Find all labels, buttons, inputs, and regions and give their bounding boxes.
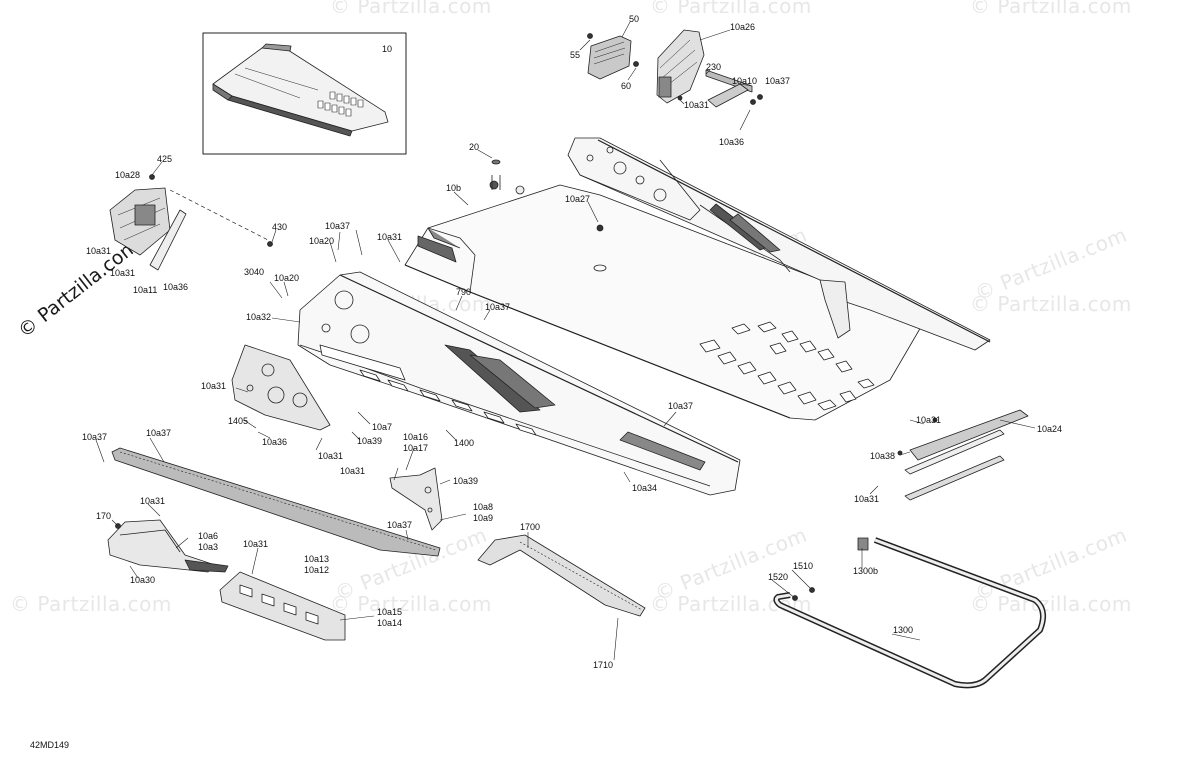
callout-label[interactable]: 10a38 xyxy=(870,451,896,461)
right-rail xyxy=(567,137,991,351)
callout-label[interactable]: 10a39 xyxy=(357,436,383,446)
callout-label[interactable]: 10a31 xyxy=(377,232,403,242)
callout-label[interactable]: 10a16 xyxy=(403,432,429,442)
callout-label[interactable]: 10a36 xyxy=(719,137,745,147)
callout-label[interactable]: 10a31 xyxy=(340,466,366,476)
callout-label[interactable]: 1510 xyxy=(793,561,814,571)
callout-label[interactable]: 10a31 xyxy=(684,100,710,110)
callout-label[interactable]: 1710 xyxy=(593,660,614,670)
bracket-10a26 xyxy=(656,29,763,108)
callout-label[interactable]: 790 xyxy=(456,287,472,297)
callout-label[interactable]: 50 xyxy=(629,14,640,24)
callout-label[interactable]: 10a31 xyxy=(86,246,112,256)
callout-label[interactable]: 10a26 xyxy=(730,22,756,32)
callout-label[interactable]: 1300 xyxy=(893,625,914,635)
callout-label[interactable]: 10a28 xyxy=(115,170,141,180)
tunnel-cover-slots xyxy=(699,321,875,411)
front-rail xyxy=(111,447,441,557)
callout-label[interactable]: 10a10 xyxy=(732,76,758,86)
callout-label[interactable]: 10a11 xyxy=(133,285,158,295)
callout-label[interactable]: 10a3 xyxy=(198,542,219,552)
callout-label[interactable]: 10a34 xyxy=(632,483,658,493)
side-plate xyxy=(231,344,331,431)
callout-label[interactable]: 1520 xyxy=(768,572,789,582)
callout-label[interactable]: 10a31 xyxy=(916,415,942,425)
bumper-1300 xyxy=(773,537,1047,689)
callout-label[interactable]: 1400 xyxy=(454,438,475,448)
callout-label[interactable]: 1300b xyxy=(853,566,879,576)
callout-label[interactable]: 10a31 xyxy=(318,451,344,461)
watermark: © Partzilla.com xyxy=(330,592,492,616)
callout-label[interactable]: 10a37 xyxy=(485,302,511,312)
callout-label[interactable]: 10a24 xyxy=(1037,424,1063,434)
callout-label[interactable]: 1405 xyxy=(228,416,249,426)
callout-label[interactable]: 10a31 xyxy=(854,494,880,504)
strip-10a24 xyxy=(897,409,1029,501)
callout-label[interactable]: 10a7 xyxy=(372,422,393,432)
leader-lines xyxy=(95,21,1036,661)
bracket-10a30 xyxy=(107,519,229,573)
callout-label[interactable]: 10a20 xyxy=(309,236,335,246)
callout-label[interactable]: 10a12 xyxy=(304,565,330,575)
watermark: © Partzilla.com xyxy=(970,292,1132,316)
callout-label[interactable]: 10a8 xyxy=(473,502,494,512)
callout-label[interactable]: 10a31 xyxy=(140,496,166,506)
callout-label[interactable]: 10b xyxy=(446,183,462,193)
callout-label[interactable]: 1700 xyxy=(520,522,541,532)
callout-label[interactable]: 170 xyxy=(96,511,112,521)
watermark: © Partzilla.com xyxy=(970,592,1132,616)
callout-label[interactable]: 20 xyxy=(469,142,480,152)
callout-label[interactable]: 10a37 xyxy=(765,76,791,86)
callout-label[interactable]: 10a37 xyxy=(146,428,172,438)
callout-label[interactable]: 55 xyxy=(570,50,581,60)
callout-label[interactable]: 10a15 xyxy=(377,607,403,617)
callout-label[interactable]: 425 xyxy=(157,154,173,164)
rail-1700 xyxy=(477,534,646,617)
lower-plate xyxy=(219,571,346,641)
callout-label[interactable]: 230 xyxy=(706,62,722,72)
watermark: © Partzilla.com xyxy=(650,0,812,18)
bracket-50 xyxy=(587,33,639,80)
main-tunnel xyxy=(297,271,741,496)
callout-label[interactable]: 430 xyxy=(272,222,288,232)
watermark: © Partzilla.com xyxy=(10,592,172,616)
callout-label[interactable]: 10a13 xyxy=(304,554,330,564)
bracket-10a28 xyxy=(109,174,187,271)
callout-label[interactable]: 10a27 xyxy=(565,194,591,204)
callout-label[interactable]: 10a37 xyxy=(387,520,413,530)
inset-frame xyxy=(202,32,407,155)
callout-label[interactable]: 10a39 xyxy=(453,476,479,486)
callout-label[interactable]: 10a31 xyxy=(110,268,136,278)
leader-dashed xyxy=(169,189,269,241)
callout-label[interactable]: 10a36 xyxy=(163,282,189,292)
inset-label: 10 xyxy=(382,44,393,54)
callout-label[interactable]: 10a9 xyxy=(473,513,494,523)
watermark: © Partzilla.com xyxy=(330,0,492,18)
callout-label[interactable]: 10a37 xyxy=(668,401,694,411)
callout-label[interactable]: 10a31 xyxy=(243,539,269,549)
bracket-10a16 xyxy=(389,467,443,531)
callout-label[interactable]: 10a30 xyxy=(130,575,156,585)
callout-label[interactable]: 60 xyxy=(621,81,632,91)
callout-label[interactable]: 10a20 xyxy=(274,273,300,283)
callout-label[interactable]: 10a36 xyxy=(262,437,288,447)
callout-label[interactable]: 10a31 xyxy=(201,381,227,391)
callout-label[interactable]: 10a37 xyxy=(82,432,108,442)
diagram-code: 42MD149 xyxy=(30,740,70,750)
callout-label[interactable]: 10a32 xyxy=(246,312,272,322)
watermark: © Partzilla.com xyxy=(970,0,1132,18)
callout-label[interactable]: 10a37 xyxy=(325,221,351,231)
callout-label[interactable]: 10a6 xyxy=(198,531,219,541)
callout-label[interactable]: 10a14 xyxy=(377,618,403,628)
callout-label[interactable]: 3040 xyxy=(244,267,265,277)
inset-tunnel-part xyxy=(212,43,389,137)
callout-label[interactable]: 10a17 xyxy=(403,443,429,453)
tunnel-cover-10b xyxy=(404,159,926,421)
